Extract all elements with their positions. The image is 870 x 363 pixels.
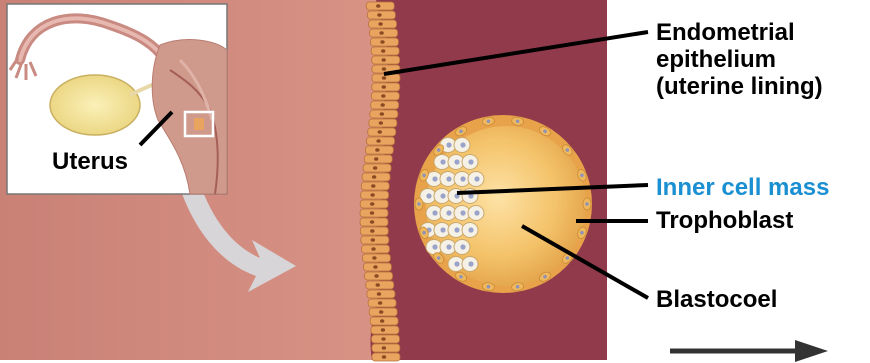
icm-cell-nucleus bbox=[468, 261, 473, 266]
endometrial-label-line1: Endometrial bbox=[656, 19, 866, 46]
epithelial-cell-nucleus bbox=[373, 166, 377, 170]
trophoblast-nucleus bbox=[417, 202, 421, 206]
epithelial-cell-nucleus bbox=[382, 76, 386, 80]
epithelial-cell-nucleus bbox=[381, 337, 385, 341]
epithelial-cell-nucleus bbox=[381, 49, 385, 53]
epithelial-cell-nucleus bbox=[381, 94, 385, 98]
icm-cell-nucleus bbox=[460, 142, 465, 147]
uterus-label: Uterus bbox=[52, 148, 128, 175]
epithelial-cell-nucleus bbox=[380, 112, 384, 116]
epithelial-cell-nucleus bbox=[370, 202, 374, 206]
inner-cell-mass-label: Inner cell mass bbox=[656, 174, 829, 201]
icm-cell-nucleus bbox=[446, 244, 451, 249]
trophoblast-nucleus bbox=[580, 173, 584, 177]
trophoblast-label: Trophoblast bbox=[656, 207, 793, 234]
icm-cell-nucleus bbox=[432, 244, 437, 249]
trophoblast-nucleus bbox=[459, 275, 463, 279]
trophoblast-nucleus bbox=[516, 285, 520, 289]
epithelial-cell-nucleus bbox=[380, 319, 384, 323]
epithelial-cell-nucleus bbox=[376, 283, 380, 287]
icm-cell-nucleus bbox=[446, 142, 451, 147]
endometrial-label-line2: epithelium bbox=[656, 46, 866, 73]
epithelial-cell-nucleus bbox=[372, 256, 376, 260]
trophoblast-nucleus bbox=[487, 285, 491, 289]
epithelial-cell-nucleus bbox=[382, 85, 386, 89]
epithelial-cell-nucleus bbox=[374, 274, 378, 278]
icm-cell-nucleus bbox=[454, 159, 459, 164]
epithelial-cell-nucleus bbox=[371, 238, 375, 242]
trophoblast-nucleus bbox=[437, 256, 441, 260]
icm-cell-nucleus bbox=[432, 176, 437, 181]
icm-cell-nucleus bbox=[474, 176, 479, 181]
blastocoel-label: Blastocoel bbox=[656, 286, 777, 313]
endometrial-label-line3: (uterine lining) bbox=[656, 73, 866, 100]
endometrial-epithelium-label: Endometrial epithelium (uterine lining) bbox=[656, 19, 866, 100]
trophoblast-nucleus bbox=[566, 148, 570, 152]
icm-cell-nucleus bbox=[446, 210, 451, 215]
icm-cell-nucleus bbox=[432, 210, 437, 215]
epithelial-cell-nucleus bbox=[377, 13, 381, 17]
icm-cell-nucleus bbox=[460, 210, 465, 215]
icm-cell-nucleus bbox=[440, 227, 445, 232]
trophoblast-nucleus bbox=[543, 129, 547, 133]
epithelial-cell-nucleus bbox=[378, 22, 382, 26]
trophoblast-nucleus bbox=[422, 231, 426, 235]
trophoblast-nucleus bbox=[585, 202, 589, 206]
epithelial-cell-nucleus bbox=[381, 58, 385, 62]
epithelial-cell-nucleus bbox=[379, 31, 383, 35]
blastocyst bbox=[414, 115, 592, 293]
epithelial-cell-nucleus bbox=[382, 346, 386, 350]
epithelial-cell-nucleus bbox=[374, 157, 378, 161]
epithelial-cell-nucleus bbox=[380, 40, 384, 44]
right-arrow-icon bbox=[670, 340, 828, 362]
trophoblast-nucleus bbox=[437, 148, 441, 152]
ovary bbox=[50, 75, 140, 135]
epithelial-cell-nucleus bbox=[379, 310, 383, 314]
epithelial-cell-nucleus bbox=[381, 328, 385, 332]
epithelial-cell-nucleus bbox=[376, 4, 380, 8]
icm-cell-nucleus bbox=[454, 227, 459, 232]
icm-cell-nucleus bbox=[468, 227, 473, 232]
icm-cell-nucleus bbox=[474, 210, 479, 215]
epithelial-cell-nucleus bbox=[370, 220, 374, 224]
epithelial-cell-nucleus bbox=[375, 148, 379, 152]
epithelial-cell-nucleus bbox=[377, 292, 381, 296]
epithelial-cell-nucleus bbox=[382, 67, 386, 71]
trophoblast-nucleus bbox=[487, 119, 491, 123]
epithelial-cell-nucleus bbox=[380, 103, 384, 107]
trophoblast-nucleus bbox=[516, 119, 520, 123]
icm-cell-nucleus bbox=[454, 261, 459, 266]
icm-cell-nucleus bbox=[426, 193, 431, 198]
icm-cell-nucleus bbox=[468, 159, 473, 164]
trophoblast-nucleus bbox=[543, 275, 547, 279]
trophoblast-nucleus bbox=[459, 129, 463, 133]
trophoblast-nucleus bbox=[566, 256, 570, 260]
epithelial-cell-nucleus bbox=[378, 301, 382, 305]
epithelial-cell-nucleus bbox=[370, 193, 374, 197]
icm-cell-nucleus bbox=[460, 244, 465, 249]
epithelial-cell-nucleus bbox=[379, 121, 383, 125]
epithelial-cell-nucleus bbox=[373, 265, 377, 269]
icm-cell-nucleus bbox=[446, 176, 451, 181]
trophoblast-nucleus bbox=[580, 231, 584, 235]
epithelial-cell-nucleus bbox=[370, 211, 374, 215]
epithelial-cell-nucleus bbox=[371, 184, 375, 188]
icm-cell-nucleus bbox=[440, 159, 445, 164]
epithelial-cell-nucleus bbox=[376, 139, 380, 143]
epithelial-cell-nucleus bbox=[370, 229, 374, 233]
icm-cell-nucleus bbox=[460, 176, 465, 181]
epithelial-cell-nucleus bbox=[382, 355, 386, 359]
epithelial-cell-nucleus bbox=[378, 130, 382, 134]
epithelial-cell-nucleus bbox=[371, 247, 375, 251]
icm-cell-nucleus bbox=[440, 193, 445, 198]
epithelial-cell-nucleus bbox=[372, 175, 376, 179]
trophoblast-nucleus bbox=[422, 173, 426, 177]
